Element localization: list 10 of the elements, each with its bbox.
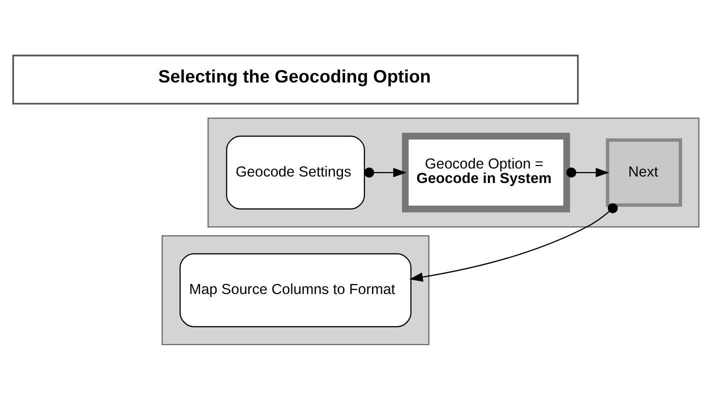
cluster (208, 118, 700, 228)
node-box: Geocode Settings (226, 136, 365, 210)
cluster (162, 235, 430, 346)
node-box: Selecting the Geocoding Option (12, 54, 579, 104)
arrow (409, 203, 618, 282)
node-box: Map Source Columns to Format (180, 253, 412, 328)
arrow (364, 168, 407, 178)
arrow (566, 168, 610, 178)
node-box: Geocode Option = Geocode in System (402, 132, 570, 212)
node-box: Next (606, 138, 682, 207)
